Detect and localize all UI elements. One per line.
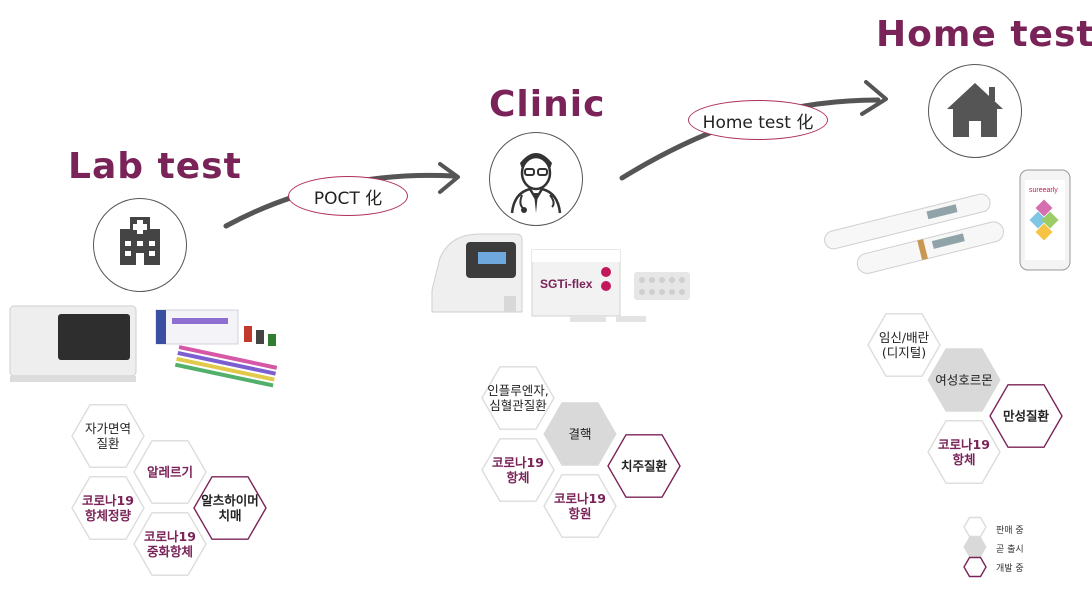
hex-label-clinic-2: 코로나19 항체 [492, 455, 544, 485]
hex-label-clinic-4: 코로나19 항원 [554, 491, 606, 521]
home-products-illustration: sureearly [824, 169, 1071, 274]
sgti-flex-box-label: SGTi-flex [540, 277, 593, 291]
hex-home-2 [989, 384, 1063, 448]
hex-label-home-0: 임신/배란 (디지털) [878, 330, 930, 360]
hex-label-home-3: 코로나19 항체 [938, 437, 990, 467]
legend-hex-launched [963, 516, 987, 538]
arrow-head-clinic-to-home [860, 80, 888, 116]
hex-label-lab-4: 코로나19 중화항체 [144, 529, 196, 559]
legend-launched-label: 판매 중 [996, 526, 1024, 536]
hex-lab-2 [71, 476, 145, 540]
hex-lab-1 [133, 440, 207, 504]
hospital-icon [120, 217, 160, 265]
hex-label-clinic-3: 치주질환 [620, 458, 667, 474]
hex-clinic-0 [481, 366, 555, 430]
hex-home-1 [927, 348, 1001, 412]
hex-label-home-2: 만성질환 [1002, 408, 1049, 424]
hex-lab-0 [71, 404, 145, 468]
hex-label-clinic-1: 결핵 [568, 426, 592, 442]
hex-clinic-3 [607, 434, 681, 498]
lab-test-title: Lab test [68, 146, 242, 187]
hex-label-home-1: 여성호르몬 [935, 372, 993, 388]
hex-clinic-2 [481, 438, 555, 502]
hex-home-0 [867, 313, 941, 377]
legend-hex-upcoming [963, 537, 987, 557]
hex-label-lab-1: 알레르기 [146, 464, 193, 480]
hex-label-lab-3: 알츠하이머 치매 [201, 493, 259, 523]
arrow-head-lab-to-clinic [438, 162, 460, 194]
home-test-title: Home test [876, 14, 1092, 55]
home-icon-circle [928, 64, 1022, 158]
hex-clinic-1 [543, 402, 617, 466]
poct-transition-label: POCT 化 [288, 176, 408, 216]
hex-lab-3 [193, 476, 267, 540]
lab-icon-circle [93, 198, 187, 292]
hex-label-lab-0: 자가면역 질환 [84, 421, 131, 451]
sureearly-app-label: sureearly [1029, 187, 1058, 194]
hex-home-3 [927, 420, 1001, 484]
legend-upcoming-label: 곧 출시 [996, 545, 1024, 555]
legend-development-label: 개발 중 [996, 564, 1024, 574]
clinic-products-illustration: SGTi-flex [431, 233, 690, 322]
doctor-icon [510, 153, 562, 214]
home-transition-label: Home test 化 [688, 100, 828, 140]
lab-products-illustration [9, 305, 278, 388]
clinic-icon-circle [489, 132, 583, 226]
hex-clinic-4 [543, 474, 617, 538]
hex-lab-4 [133, 512, 207, 576]
legend-hex-development [963, 556, 987, 578]
house-icon [947, 83, 1003, 137]
clinic-title: Clinic [489, 84, 606, 125]
hex-label-lab-2: 코로나19 항체정량 [82, 493, 134, 523]
hex-label-clinic-0: 인플루엔자, 심혈관질환 [487, 383, 549, 413]
